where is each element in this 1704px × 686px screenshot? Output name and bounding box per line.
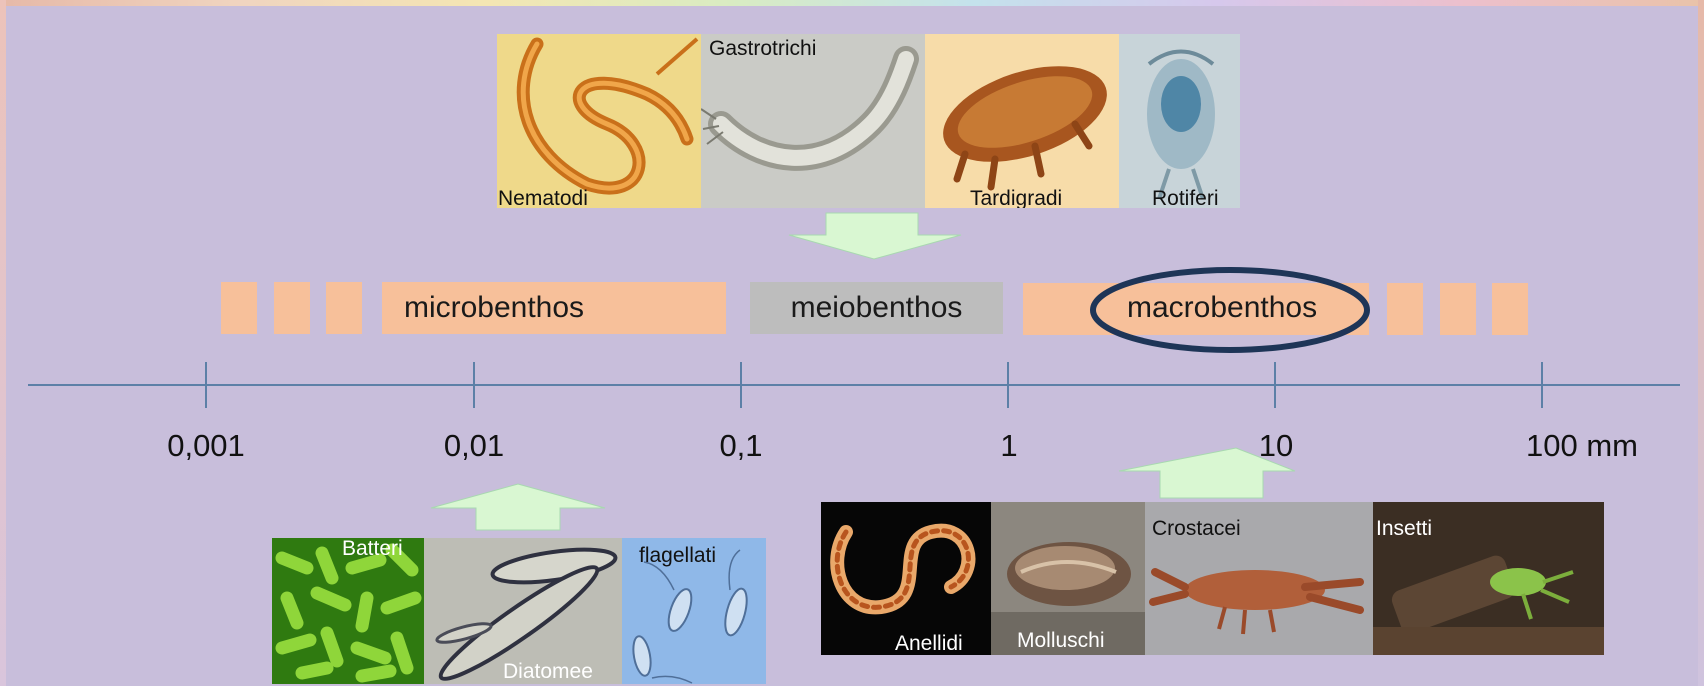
axis-tick (740, 362, 742, 408)
right-border (1698, 0, 1704, 686)
label-rotiferi: Rotiferi (1152, 188, 1219, 208)
arrow-up-to-macrobenthos (1118, 447, 1296, 499)
photo-tardigradi: Tardigradi (925, 34, 1119, 208)
axis-tick-label: 0,01 (444, 428, 504, 464)
axis-tick-label: 0,001 (167, 428, 245, 464)
axis-tick (205, 362, 207, 408)
arrow-down-to-meiobenthos (788, 212, 962, 260)
band-segment (326, 282, 362, 334)
label-macrobenthos: macrobenthos (1127, 291, 1317, 325)
label-diatomee: Diatomee (503, 661, 593, 682)
label-molluschi: Molluschi (1017, 630, 1105, 651)
photo-molluschi: Molluschi (991, 502, 1145, 655)
axis-tick (1541, 362, 1543, 408)
band-microbenthos: microbenthos (382, 282, 726, 334)
label-gastrotrichi: Gastrotrichi (709, 38, 816, 59)
top-gradient-border (0, 0, 1704, 6)
label-insetti: Insetti (1376, 518, 1432, 539)
arrow-up-to-microbenthos (430, 483, 606, 531)
band-segment (274, 282, 310, 334)
gastrotrich-illustration (701, 34, 925, 208)
photo-crostacei: Crostacei (1145, 502, 1373, 655)
photo-anellidi: Anellidi (821, 502, 991, 655)
band-segment (1492, 283, 1528, 335)
photo-batteri: Batteri (272, 538, 424, 684)
label-meiobenthos: meiobenthos (791, 291, 963, 325)
label-tardigradi: Tardigradi (970, 188, 1062, 208)
axis-tick-label: 100 mm (1526, 428, 1638, 464)
photo-rotiferi: Rotiferi (1119, 34, 1240, 208)
band-segment (1440, 283, 1476, 335)
photo-nematodi: Nematodi (497, 34, 701, 208)
size-axis-line (28, 384, 1680, 386)
photo-flagellati: flagellati (622, 538, 766, 684)
band-segment (1387, 283, 1423, 335)
label-nematodi: Nematodi (498, 188, 588, 208)
photo-gastrotrichi: Gastrotrichi (701, 34, 925, 208)
photo-diatomee: Diatomee (424, 538, 622, 684)
left-border (0, 0, 6, 686)
label-microbenthos: microbenthos (404, 291, 584, 325)
axis-tick-label: 1 (1000, 428, 1017, 464)
rotifer-illustration (1119, 34, 1240, 208)
label-anellidi: Anellidi (895, 633, 963, 654)
tardigrade-illustration (925, 34, 1119, 208)
band-segment (221, 282, 257, 334)
axis-tick (473, 362, 475, 408)
label-batteri: Batteri (342, 538, 403, 559)
axis-tick-label: 0,1 (719, 428, 762, 464)
photo-insetti: Insetti (1373, 502, 1604, 655)
band-meiobenthos: meiobenthos (750, 282, 1003, 334)
label-crostacei: Crostacei (1152, 518, 1241, 539)
axis-tick (1274, 362, 1276, 408)
label-flagellati: flagellati (639, 545, 716, 566)
axis-tick (1007, 362, 1009, 408)
nematode-illustration (497, 34, 701, 208)
